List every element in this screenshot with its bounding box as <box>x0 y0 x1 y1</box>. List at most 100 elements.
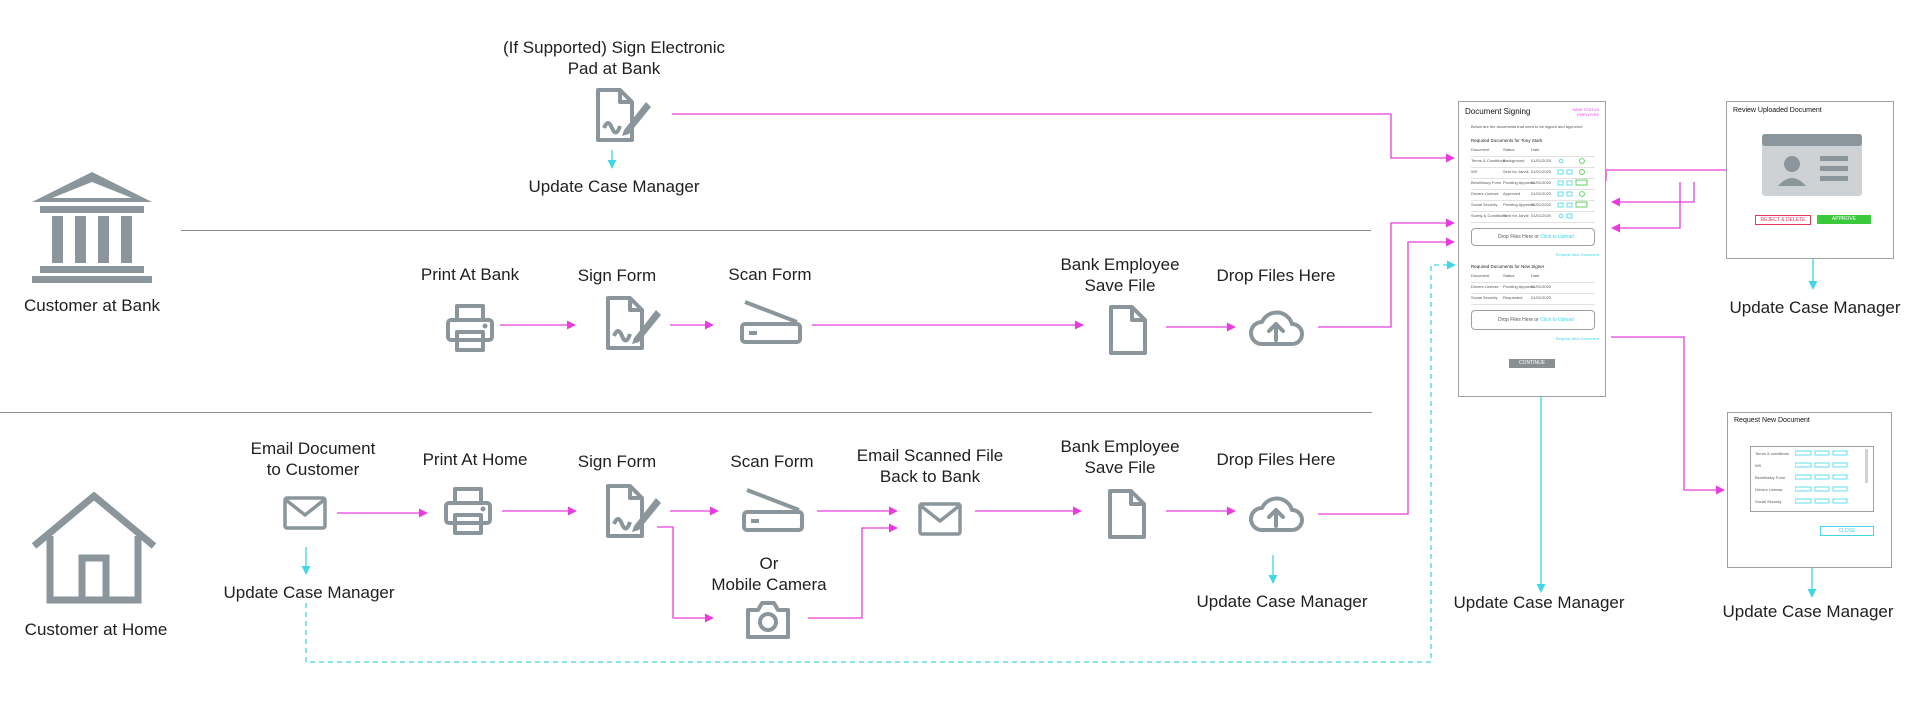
doc-row-status: Background <box>1503 158 1525 163</box>
approve-button[interactable]: APPROVE <box>1817 215 1871 224</box>
doc-row-status: Pending Approval <box>1503 202 1535 207</box>
drop-zone-link[interactable]: Click to Upload <box>1540 317 1574 323</box>
doc-row-date: 01/01/2020 <box>1531 158 1552 163</box>
doc-row-date: 01/01/2020 <box>1531 169 1552 174</box>
drop-zone-link[interactable]: Click to Upload <box>1540 234 1574 240</box>
arrow-email-dashed-to-docsigning <box>305 260 1456 663</box>
home-file-icon <box>1107 489 1147 539</box>
bank-icon <box>28 170 156 284</box>
request-list: Terms & conditions W9 Beneficiary Form D… <box>1750 446 1874 512</box>
doc-row-name: Drivers License <box>1471 191 1499 196</box>
arrow-review-back-1 <box>1611 182 1695 207</box>
document-signing-screen: Document Signing SAVE STATUS EMPLOYEE Be… <box>1458 101 1606 397</box>
doc-col-status: Status <box>1503 147 1515 152</box>
bank-scan-label: Scan Form <box>728 265 812 284</box>
doc-signing-section2: Required Documents for New Signer <box>1471 264 1545 269</box>
doc-row-date: 01/01/2020 <box>1531 284 1552 289</box>
arrow-review-back-2 <box>1611 182 1681 233</box>
lane-divider-bottom <box>0 412 1372 413</box>
request-new-document-link-2[interactable]: Request New Document <box>1555 336 1599 341</box>
doc-signing-status: SAVE STATUS EMPLOYEE <box>1572 107 1599 117</box>
reject-delete-button[interactable]: REJECT & DELETE <box>1755 215 1811 225</box>
request-new-document-link[interactable]: Request New Document <box>1555 252 1599 257</box>
home-email-label: Email Document to Customer <box>250 439 376 479</box>
doc-signing-title: Document Signing <box>1465 107 1531 116</box>
doc-drop-zone-2[interactable]: Drop Files Here or Click to Upload <box>1471 310 1595 330</box>
home-save-label: Bank Employee Save File <box>1060 437 1180 477</box>
doc-row-status: Requested <box>1503 295 1523 300</box>
doc-row-date: 01/01/2020 <box>1531 295 1552 300</box>
doc-row-date: 01/01/2020 <box>1531 202 1552 207</box>
bank-drop-label: Drop Files Here <box>1216 266 1336 285</box>
request-new-document-screen: Request New Document Terms & conditions … <box>1727 412 1892 568</box>
signpad-update-label: Update Case Manager <box>528 177 700 196</box>
doc-col-status: Status <box>1503 273 1515 278</box>
printer-icon <box>445 304 495 352</box>
doc-row-name: W9 <box>1471 169 1477 174</box>
cloud-upload-icon <box>1248 304 1304 348</box>
doc-row-name: Social Security <box>1471 295 1498 300</box>
review-uploaded-document-screen: Review Uploaded Document REJECT & DELETE… <box>1726 101 1894 259</box>
doc-row-name: Social Security <box>1471 202 1498 207</box>
review-title: Review Uploaded Document <box>1733 107 1822 114</box>
email-back-envelope-icon <box>918 502 962 536</box>
doc-row-status: Approved <box>1503 191 1521 196</box>
doc-row-date: 01/01/2020 <box>1531 191 1552 196</box>
drop-zone-text: Drop Files Here or <box>1498 234 1539 240</box>
home-or-camera-label: Or Mobile Camera <box>711 554 827 594</box>
home-scan-label: Scan Form <box>730 452 814 471</box>
request-item: Terms & conditions <box>1755 451 1789 456</box>
doc-row-name: Beneficiary Form <box>1471 180 1502 185</box>
request-title: Request New Document <box>1734 417 1810 424</box>
camera-icon <box>745 600 791 640</box>
doc-col-document: Document <box>1471 147 1490 152</box>
request-item-controls <box>1795 449 1868 504</box>
home-cloud-upload-icon <box>1248 490 1304 534</box>
doc-row-date: 01/01/2020 <box>1531 213 1552 218</box>
doc-row-date: 01/01/2020 <box>1531 180 1552 185</box>
arrow-bank-drop-docsigning <box>1318 218 1455 328</box>
doc-signing-update-label: Update Case Manager <box>1453 593 1625 612</box>
doc-col-date: Date <box>1531 273 1540 278</box>
arrow-docsigning-to-request <box>1611 336 1725 495</box>
sign-form-icon <box>604 296 662 350</box>
doc-row-status: Pending Approval <box>1503 180 1535 185</box>
envelope-icon <box>283 496 327 530</box>
home-scanner-icon <box>741 488 805 534</box>
home-printer-icon <box>443 487 493 535</box>
review-update-label: Update Case Manager <box>1729 298 1901 317</box>
bank-save-label: Bank Employee Save File <box>1060 255 1180 295</box>
close-button[interactable]: CLOSE <box>1820 526 1874 536</box>
doc-row-status: Sent for Jarvik <box>1503 169 1529 174</box>
doc-signing-intro: Below are the documents that need to be … <box>1471 124 1583 129</box>
arrow-home-camera-email <box>808 523 898 619</box>
doc-col-document: Document <box>1471 273 1490 278</box>
actor-bank-label: Customer at Bank <box>23 296 161 315</box>
doc-row-status: Sent for Jarvik <box>1503 213 1529 218</box>
home-sign-label: Sign Form <box>577 452 657 471</box>
lane-divider-top <box>181 230 1371 231</box>
request-item: Beneficiary Form <box>1755 475 1786 480</box>
request-item: Drivers License <box>1755 487 1783 492</box>
home-drop-label: Drop Files Here <box>1216 450 1336 469</box>
id-card-icon <box>1762 134 1862 196</box>
continue-button[interactable]: CONTINUE <box>1509 359 1555 368</box>
scanner-icon <box>739 300 803 346</box>
sign-document-icon <box>594 88 652 142</box>
sign-pad-label: (If Supported) Sign Electronic Pad at Ba… <box>502 38 726 78</box>
doc-signing-section1: Required Documents for Tony Stark <box>1471 138 1543 143</box>
doc-row-name: Surety & Conditions <box>1471 213 1507 218</box>
request-item: W9 <box>1755 463 1761 468</box>
doc-row-name: Terms & Conditions <box>1471 158 1506 163</box>
doc-drop-zone-1[interactable]: Drop Files Here or Click to Upload <box>1471 228 1595 246</box>
home-print-label: Print At Home <box>422 450 528 469</box>
drop-zone-text: Drop Files Here or <box>1498 317 1539 323</box>
home-email-back-label: Email Scanned File Back to Bank <box>856 446 1004 486</box>
home-sign-form-icon <box>604 484 662 538</box>
home-email-update-label: Update Case Manager <box>223 583 395 602</box>
arrow-signpad-to-docsigning <box>672 113 1455 163</box>
row-action-icons <box>1557 158 1588 219</box>
arrow-home-drop-docsigning <box>1318 237 1455 515</box>
home-icon <box>30 491 158 606</box>
